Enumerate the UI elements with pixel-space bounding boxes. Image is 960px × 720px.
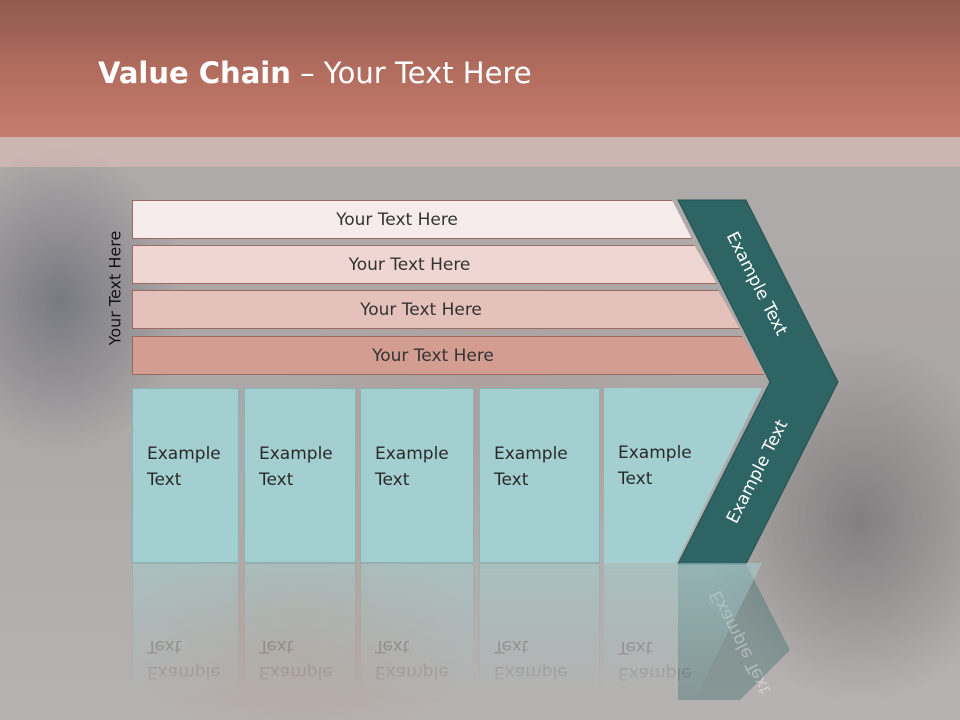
box-5-line1: Example — [618, 443, 692, 463]
reflection-box-4-line2: Text — [494, 636, 529, 656]
row-4: Your Text Here — [132, 336, 764, 375]
side-label: Your Text Here — [105, 230, 125, 346]
slide-title: Value Chain – Your Text Here — [98, 56, 532, 90]
row-2: Your Text Here — [132, 245, 717, 284]
row-1: Your Text Here — [132, 200, 692, 239]
reflection-box-2: Example Text — [244, 563, 356, 703]
reflection-box-5: Example Text — [604, 563, 762, 703]
box-5-line2: Text — [618, 469, 653, 489]
box-4-line1: Example — [494, 444, 568, 464]
boxes-reflection: Example Text Example Text Example Text Exam… — [0, 563, 960, 703]
box-1-line1: Example — [147, 444, 221, 464]
box-2-line2: Text — [259, 470, 294, 490]
reflection-box-3-line1: Example — [375, 662, 449, 682]
row-3-label: Your Text Here — [360, 299, 482, 320]
header-subband — [0, 137, 960, 167]
row-1-label: Your Text Here — [336, 209, 458, 230]
reflection-box-3: Example Text — [360, 563, 474, 703]
title-bold: Value Chain — [98, 56, 291, 90]
title-rest: – Your Text Here — [290, 56, 532, 90]
row-3: Your Text Here — [132, 290, 740, 329]
row-4-label: Your Text Here — [372, 345, 494, 366]
reflection-box-2-line2: Text — [259, 636, 294, 656]
reflection-box-1: Example Text — [132, 563, 239, 703]
box-1-line2: Text — [147, 470, 182, 490]
box-3-line1: Example — [375, 444, 449, 464]
box-4-line2: Text — [494, 470, 529, 490]
reflection-box-4-line1: Example — [494, 662, 568, 682]
reflection-box-5-line2: Text — [618, 637, 653, 657]
header-band — [0, 0, 960, 137]
box-3-line2: Text — [375, 470, 410, 490]
reflection-box-2-line1: Example — [259, 662, 333, 682]
reflection-box-3-line2: Text — [375, 636, 410, 656]
box-2-line1: Example — [259, 444, 333, 464]
reflection-box-1-line2: Text — [147, 636, 182, 656]
reflection-box-5-line1: Example — [618, 663, 692, 683]
reflection-box-4: Example Text — [479, 563, 600, 703]
reflection-box-1-line1: Example — [147, 662, 221, 682]
row-2-label: Your Text Here — [348, 254, 471, 275]
